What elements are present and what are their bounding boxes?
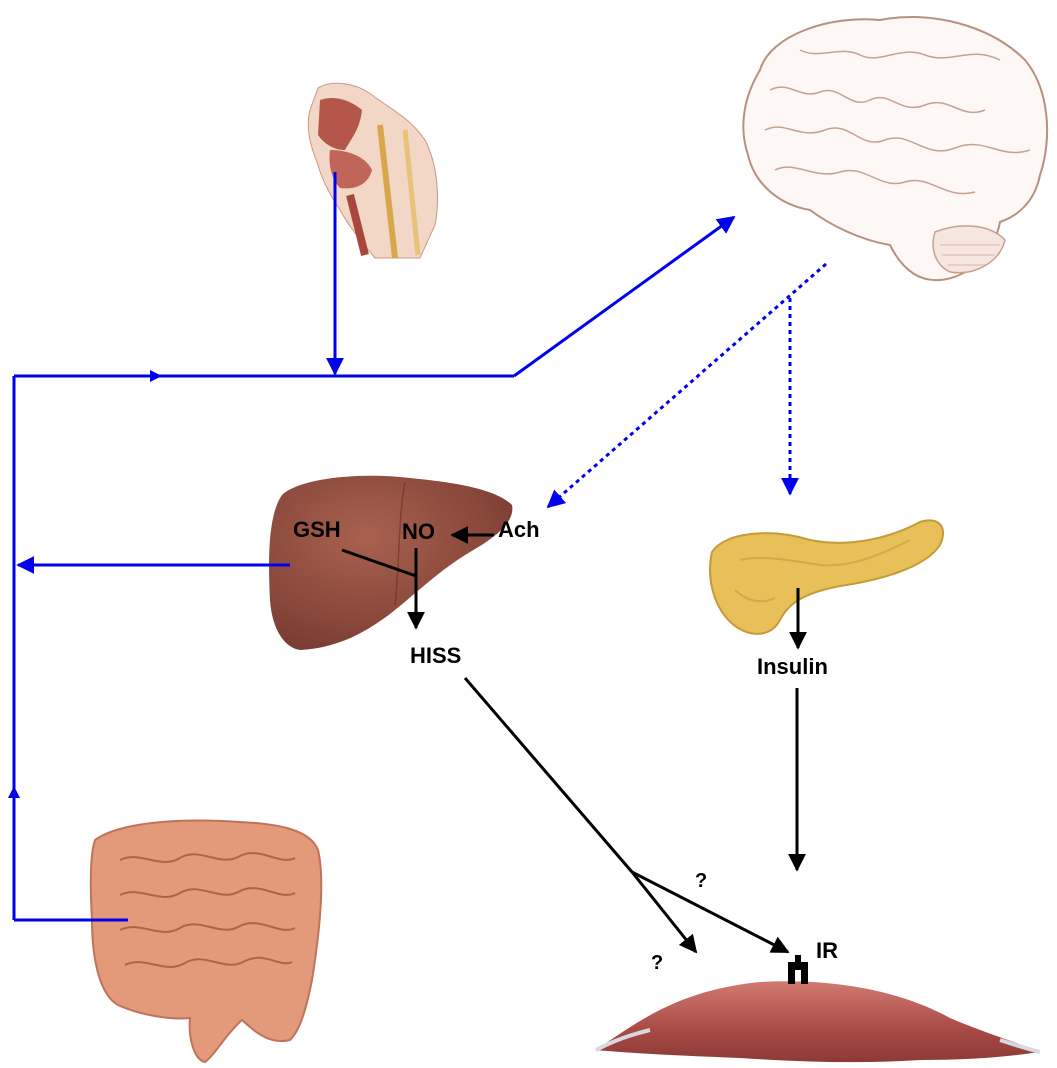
- brain-to-liver-dotted-arrow: [548, 264, 826, 507]
- circulation-to-brain-arrow: [514, 217, 734, 376]
- brain-illustration: [743, 17, 1047, 280]
- head-cross-section-illustration: [308, 83, 437, 258]
- hiss-pathway-line: [465, 678, 632, 872]
- question-mark-muscle-branch: ?: [651, 952, 663, 974]
- no-label: NO: [402, 519, 435, 544]
- liver-illustration: [269, 476, 512, 650]
- insulin-receptor-icon: [788, 955, 808, 984]
- ir-label: IR: [816, 938, 838, 963]
- intestines-illustration: [91, 821, 322, 1062]
- muscle-illustration: [596, 981, 1040, 1062]
- question-mark-ir-branch: ?: [695, 870, 707, 892]
- ach-label: Ach: [498, 517, 540, 542]
- circulation-upward-marker: [8, 786, 20, 798]
- hiss-to-muscle-arrow: [632, 872, 696, 952]
- circulation-direction-marker: [150, 370, 162, 382]
- hiss-to-ir-arrow: [632, 872, 788, 952]
- pancreas-illustration: [710, 520, 943, 633]
- gsh-label: GSH: [293, 517, 341, 542]
- insulin-label: Insulin: [757, 654, 828, 679]
- hiss-label: HISS: [410, 643, 461, 668]
